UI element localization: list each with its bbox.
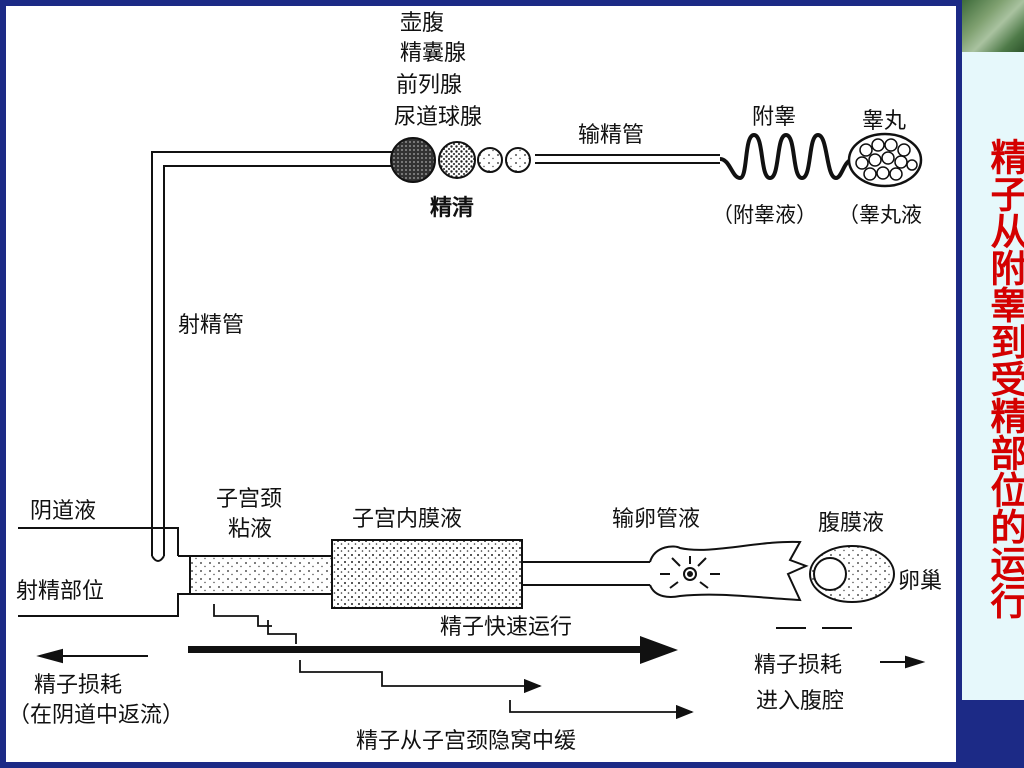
label-ejaculation-site: 射精部位 (16, 579, 104, 604)
label-cervix: 子宫颈 (216, 487, 282, 512)
label-seminal-plasma: 精清 (430, 195, 474, 221)
ovary (809, 545, 895, 603)
cervical-crypt-steps (213, 604, 694, 720)
testis (847, 132, 923, 188)
label-peritoneal-fluid: 腹膜液 (818, 511, 884, 536)
label-testicular-fluid: （睾丸液 (838, 203, 922, 227)
peritoneal-loss-marks (776, 627, 926, 669)
label-prostate: 前列腺 (396, 73, 462, 98)
slide-title: 精子从附睾到受精部位的运行 (984, 137, 1024, 619)
oviduct (522, 540, 809, 602)
label-backflow: （在阴道中返流） (8, 703, 184, 728)
label-rapid-transport: 精子快速运行 (440, 615, 572, 640)
label-testis: 睾丸 (862, 109, 906, 134)
label-ampulla: 壶腹 (400, 11, 444, 36)
label-into-peritoneum: 进入腹腔 (756, 689, 844, 714)
accessory-glands (390, 137, 531, 183)
label-slow-release: 精子从子宫颈隐窝中缓 (356, 729, 576, 754)
epididymis (719, 132, 853, 181)
decorative-photo (962, 0, 1024, 52)
vas-deferens (535, 154, 720, 164)
rapid-transport-arrow (188, 636, 678, 664)
label-cervical-mucus: 粘液 (228, 517, 272, 542)
label-vaginal-fluid: 阴道液 (30, 499, 96, 524)
uterus (331, 539, 523, 609)
label-ejaculatory-duct: 射精管 (178, 313, 244, 338)
cervix (189, 555, 333, 595)
label-endometrial-fluid: 子宫内膜液 (352, 507, 462, 532)
label-epididymis: 附睾 (752, 105, 796, 130)
ejaculatory-duct (151, 151, 395, 562)
label-sperm-loss-left: 精子损耗 (34, 673, 122, 698)
vagina-walls (18, 527, 190, 617)
label-oviduct-fluid: 输卵管液 (612, 507, 700, 532)
label-bulbourethral-gland: 尿道球腺 (394, 105, 482, 130)
backflow-arrow (36, 648, 148, 664)
label-seminal-vesicle: 精囊腺 (400, 41, 466, 66)
label-sperm-loss-right: 精子损耗 (754, 653, 842, 678)
sperm-transport-diagram: 壶腹 精囊腺 前列腺 尿道球腺 输精管 附睾 睾丸 精清 （附睾液） （睾丸液 … (8, 11, 942, 754)
label-epididymal-fluid: （附睾液） (712, 203, 817, 227)
label-vas-deferens: 输精管 (578, 123, 644, 148)
side-title-panel (962, 52, 1024, 700)
label-ovary: 卵巢 (898, 569, 942, 594)
